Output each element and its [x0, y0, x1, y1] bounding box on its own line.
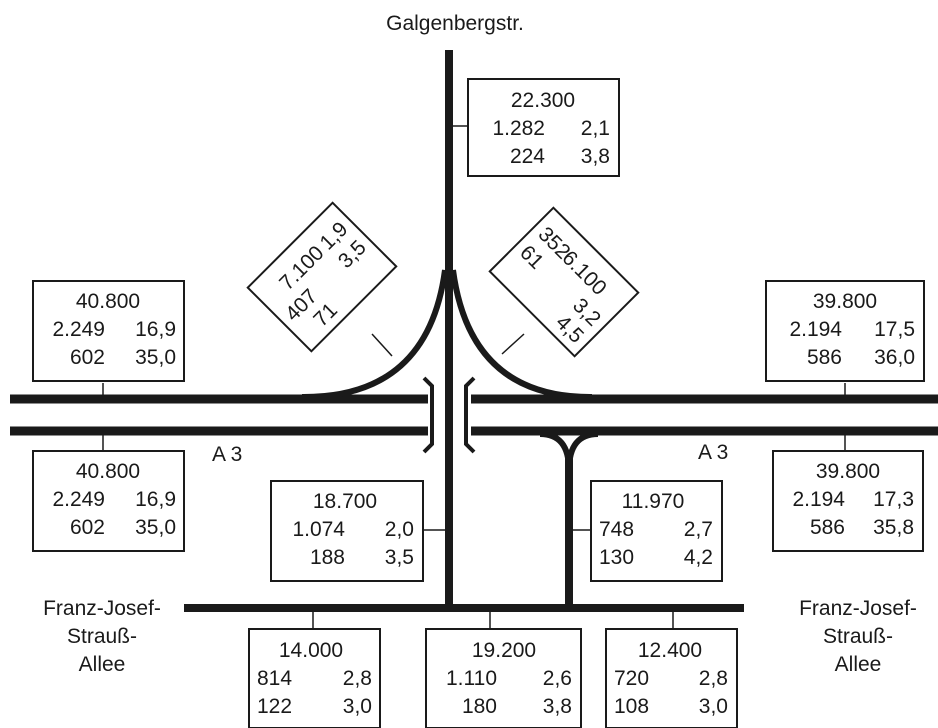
road-label-franz-josef-strauss-allee-left: Franz-Josef- Strauß- Allee [43, 597, 161, 676]
box-frame [270, 480, 424, 582]
total-value: 40.800 [76, 460, 140, 483]
bridge-right [464, 376, 476, 454]
road-label-franz-josef-strauss-allee-right: Franz-Josef- Strauß- Allee [799, 597, 917, 676]
row1-right: 2,8 [699, 667, 728, 690]
row1-right: 17,3 [873, 488, 914, 511]
row2-right: 36,0 [874, 346, 915, 369]
row1-right: 2,7 [684, 518, 713, 541]
traffic-box-north: 22.300 1.282 2,1 224 3,8 [467, 78, 620, 177]
total-value: 22.300 [511, 89, 575, 112]
row2-left: 602 [70, 346, 105, 369]
traffic-box-south-east: 12.400 720 2,8 108 3,0 [605, 628, 738, 728]
ramp-ne-curve [450, 269, 593, 401]
total-value: 12.400 [638, 639, 702, 662]
road-label-a3-left: A 3 [212, 443, 242, 466]
row1-left: 814 [257, 667, 292, 690]
row1-left: 2.249 [52, 318, 105, 341]
road-label-galgenbergstr: Galgenbergstr. [386, 12, 524, 35]
total-value: 14.000 [279, 639, 343, 662]
row1-right: 2,0 [385, 518, 414, 541]
row2-right: 3,5 [385, 546, 414, 569]
box-frame [32, 280, 185, 382]
leader-lines [102, 125, 846, 628]
road-label-line: Allee [79, 653, 126, 676]
row1-left: 1.074 [292, 518, 345, 541]
row1-left: 748 [599, 518, 634, 541]
road-label-line: Franz-Josef- [43, 597, 161, 620]
box-frame [467, 78, 620, 177]
row2-right: 3,8 [543, 695, 572, 718]
box-frame [590, 480, 723, 582]
box-frame [772, 450, 924, 552]
box-frame [425, 628, 582, 728]
box-frame [32, 450, 185, 552]
traffic-box-east-ramp: 11.970 748 2,7 130 4,2 [590, 480, 723, 582]
road-network [10, 50, 938, 612]
row2-left: 224 [510, 145, 545, 168]
row2-left: 586 [807, 346, 842, 369]
ramp-nw-curve [301, 269, 448, 401]
row2-left: 180 [462, 695, 497, 718]
row1-right: 16,9 [135, 488, 176, 511]
road-label-line: Allee [835, 653, 882, 676]
row2-right: 3,0 [343, 695, 372, 718]
row1-left: 2.194 [792, 488, 845, 511]
road-label-a3-right: A 3 [698, 441, 728, 464]
row1-left: 1.110 [446, 667, 497, 690]
box-frame [248, 628, 381, 728]
total-value: 39.800 [813, 290, 877, 313]
row1-right: 2,6 [543, 667, 572, 690]
total-value: 18.700 [313, 490, 377, 513]
box-frame [488, 206, 640, 358]
row2-left: 602 [70, 516, 105, 539]
road-label-line: Strauß- [823, 625, 893, 648]
row2-right: 35,0 [135, 346, 176, 369]
traffic-box-ramp-ne: 6.100 352 3,2 61 4,5 [488, 206, 640, 358]
row1-left: 1.282 [492, 117, 545, 140]
box-frame [765, 280, 925, 382]
traffic-box-a3-east-top: 39.800 2.194 17,5 586 36,0 [765, 280, 925, 382]
row2-right: 35,8 [873, 516, 914, 539]
road-label-line: Strauß- [67, 625, 137, 648]
total-value: 40.800 [76, 290, 140, 313]
total-value: 19.200 [472, 639, 536, 662]
total-value: 39.800 [816, 460, 880, 483]
total-value: 11.970 [622, 490, 685, 513]
row1-left: 2.249 [52, 488, 105, 511]
traffic-box-south-west: 14.000 814 2,8 122 3,0 [248, 628, 381, 728]
bridge-left [422, 376, 434, 454]
row2-right: 3,8 [581, 145, 610, 168]
box-frame [605, 628, 738, 728]
row1-right: 16,9 [135, 318, 176, 341]
row1-left: 2.194 [789, 318, 842, 341]
row1-right: 2,1 [581, 117, 610, 140]
row2-right: 3,0 [699, 695, 728, 718]
traffic-box-center: 18.700 1.074 2,0 188 3,5 [270, 480, 424, 582]
traffic-box-south-middle: 19.200 1.110 2,6 180 3,8 [425, 628, 582, 728]
row1-right: 17,5 [874, 318, 915, 341]
row2-right: 35,0 [135, 516, 176, 539]
row1-left: 720 [614, 667, 649, 690]
row1-right: 2,8 [343, 667, 372, 690]
traffic-box-a3-east-bottom: 39.800 2.194 17,3 586 35,8 [772, 450, 924, 552]
road-label-line: Franz-Josef- [799, 597, 917, 620]
traffic-box-a3-west-top: 40.800 2.249 16,9 602 35,0 [32, 280, 185, 382]
row2-left: 122 [257, 695, 292, 718]
row2-left: 586 [810, 516, 845, 539]
box-frame [246, 201, 398, 353]
row2-left: 130 [599, 546, 634, 569]
traffic-box-ramp-nw: 7.100 407 1,9 71 3,5 [246, 201, 398, 353]
row2-right: 4,2 [684, 546, 713, 569]
traffic-box-a3-west-bottom: 40.800 2.249 16,9 602 35,0 [32, 450, 185, 552]
row2-left: 188 [310, 546, 345, 569]
row2-left: 108 [614, 695, 649, 718]
